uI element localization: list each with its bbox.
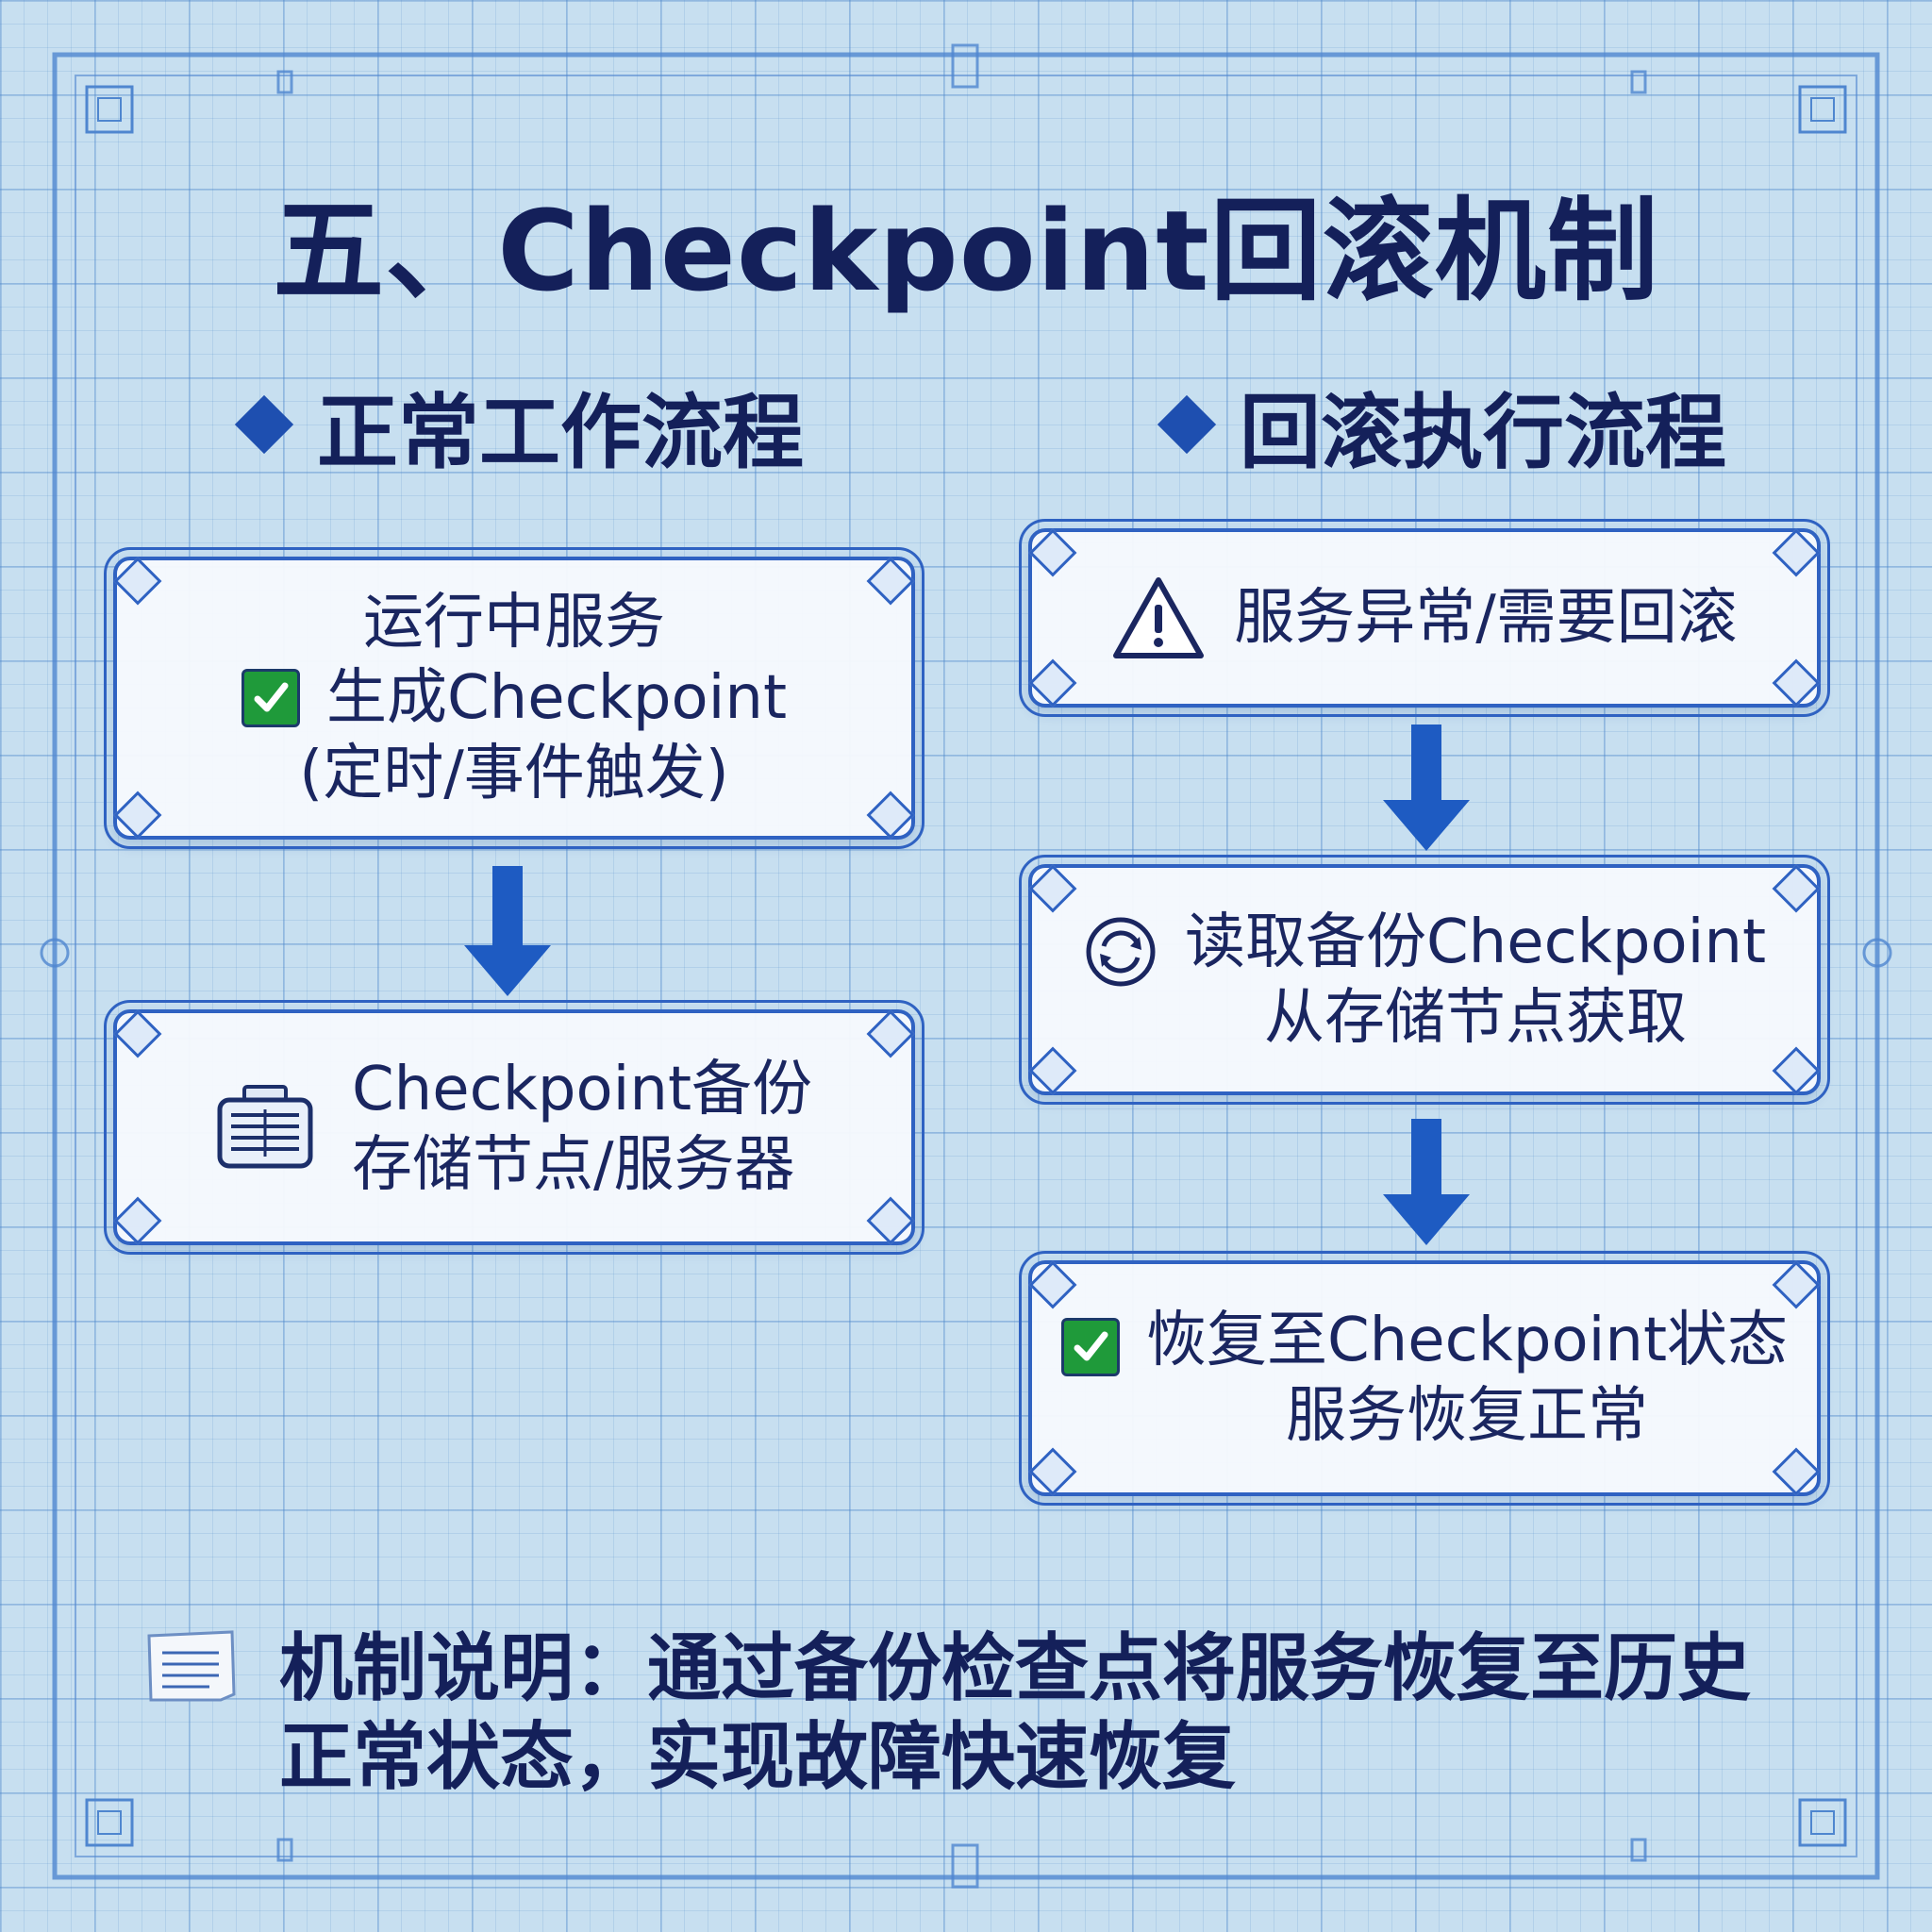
right-step-3-line-2: 服务恢复正常 [1286, 1381, 1648, 1451]
right-step-1-box: 服务异常/需要回滚 [1019, 519, 1830, 717]
right-section-heading: 回滚执行流程 [1157, 377, 1726, 480]
right-step-3-text: 恢复至Checkpoint状态 服务恢复正常 [1146, 1303, 1788, 1454]
down-arrow-icon [1383, 1119, 1470, 1245]
right-step-3-box: 恢复至Checkpoint状态 服务恢复正常 [1019, 1251, 1830, 1506]
left-section-heading: 正常工作流程 [234, 377, 804, 480]
left-step-1-line-1: 运行中服务 [363, 588, 665, 658]
check-icon [241, 669, 300, 727]
left-step-2-box: Checkpoint备份 存储节点/服务器 [104, 1000, 924, 1255]
left-step-1-line-3: (定时/事件触发) [299, 739, 729, 808]
page-title: 五、Checkpoint回滚机制 [273, 186, 1659, 316]
diamond-bullet-icon [234, 394, 294, 455]
down-arrow-icon [1383, 724, 1470, 851]
left-step-1-line-2: 生成Checkpoint [325, 663, 788, 733]
right-step-2-box: 读取备份Checkpoint 从存储节点获取 [1019, 855, 1830, 1105]
warning-icon [1111, 575, 1206, 661]
left-step-2-line-2: 存储节点/服务器 [351, 1130, 795, 1200]
left-step-2-line-1: Checkpoint备份 [351, 1055, 813, 1124]
left-step-2-text: Checkpoint备份 存储节点/服务器 [352, 1052, 812, 1203]
sync-icon [1083, 914, 1158, 990]
left-step-1-box: 运行中服务 生成Checkpoint (定时/事件触发) [104, 547, 924, 849]
server-icon [216, 1085, 314, 1170]
right-step-1-line-1: 服务异常/需要回滚 [1234, 583, 1738, 653]
right-step-2-line-2: 从存储节点获取 [1264, 982, 1687, 1053]
left-step-1-text: 运行中服务 生成Checkpoint (定时/事件触发) [241, 585, 788, 811]
right-step-1-text: 服务异常/需要回滚 [1234, 580, 1738, 656]
right-step-3-line-1: 恢复至Checkpoint状态 [1145, 1306, 1789, 1375]
left-section-heading-label: 正常工作流程 [317, 385, 804, 480]
note-text: 机制说明：通过备份检查点将服务恢复至历史正常状态，实现故障快速恢复 [279, 1626, 1752, 1800]
down-arrow-icon [464, 866, 551, 996]
note-icon [143, 1628, 238, 1704]
right-step-2-line-1: 读取备份Checkpoint [1184, 907, 1767, 977]
right-step-2-text: 读取备份Checkpoint 从存储节点获取 [1185, 905, 1766, 1056]
check-icon [1060, 1318, 1120, 1376]
right-section-heading-label: 回滚执行流程 [1240, 385, 1726, 480]
diamond-bullet-icon [1157, 394, 1217, 455]
